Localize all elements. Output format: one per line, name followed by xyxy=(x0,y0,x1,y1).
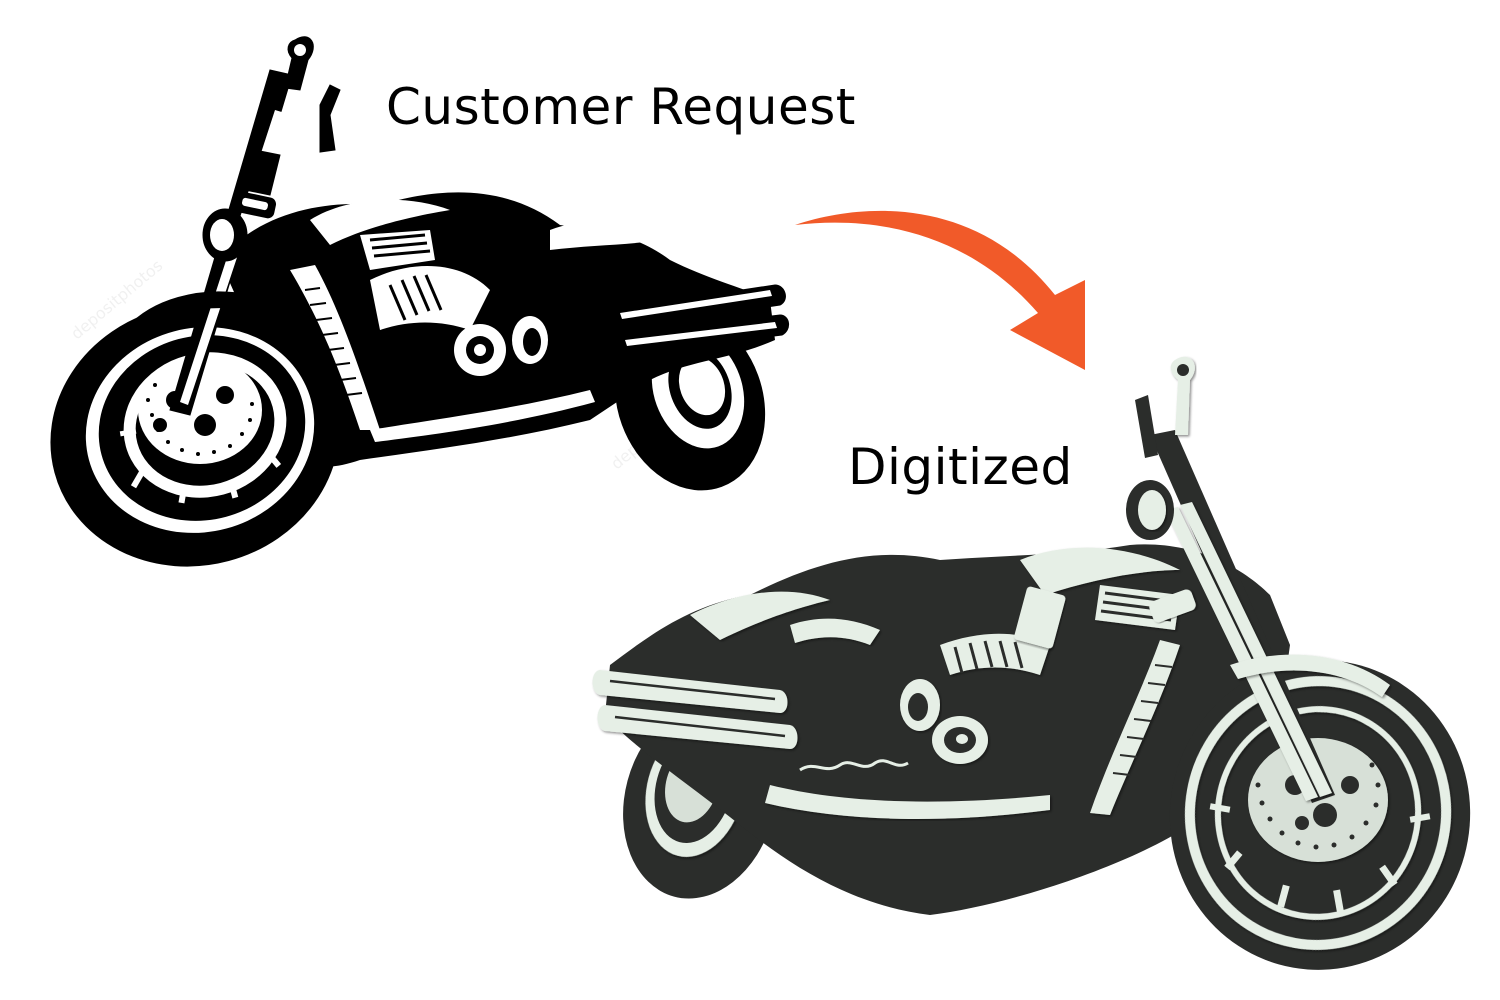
customer-request-label: Customer Request xyxy=(386,78,856,136)
original-motorcycle-image xyxy=(50,36,789,567)
digitized-label: Digitized xyxy=(848,438,1073,496)
digitized-motorcycle-image xyxy=(592,356,1471,970)
curved-arrow-icon xyxy=(795,210,1085,370)
